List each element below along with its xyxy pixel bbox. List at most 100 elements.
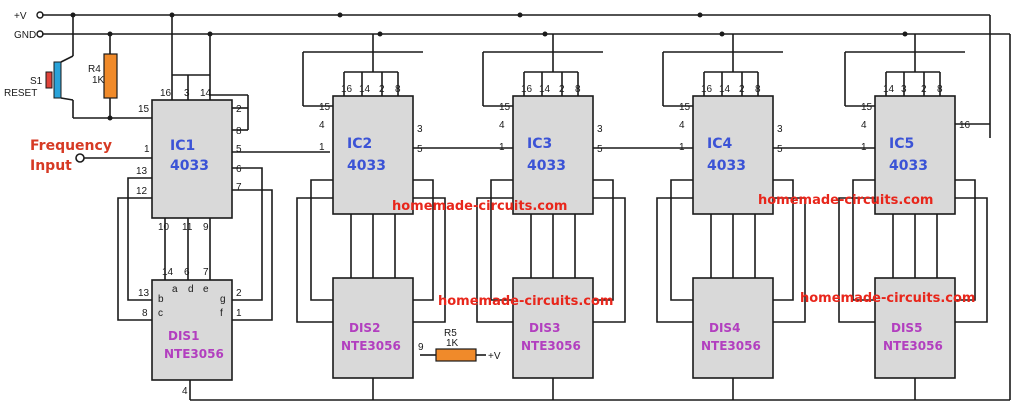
display-body bbox=[512, 277, 594, 379]
display-part: NTE3056 bbox=[883, 339, 943, 353]
segment-label: c bbox=[158, 308, 163, 319]
display-part: NTE3056 bbox=[341, 339, 401, 353]
pin-label: 4 bbox=[182, 386, 188, 397]
pin-label: 5 bbox=[417, 144, 423, 155]
segment-label: a bbox=[172, 284, 178, 295]
ic1: IC1 4033 16 3 14 2 8 5 6 7 15 1 13 12 10… bbox=[136, 15, 249, 233]
ic-ref: IC2 bbox=[347, 136, 372, 152]
switch-name: RESET bbox=[4, 88, 37, 99]
ic-part: 4033 bbox=[889, 158, 928, 174]
pin-label: 14 bbox=[359, 84, 371, 95]
frequency-label-line1: Frequency bbox=[30, 138, 112, 154]
r4-ref: R4 bbox=[88, 64, 101, 75]
pin-label: 3 bbox=[901, 84, 907, 95]
pin-label: 3 bbox=[417, 124, 423, 135]
pin-label: 4 bbox=[861, 120, 867, 131]
watermark: homemade-circuits.com bbox=[392, 199, 567, 214]
r4-value: 1K bbox=[92, 75, 105, 86]
frequency-input: Frequency Input bbox=[30, 138, 152, 174]
dis1-part: NTE3056 bbox=[164, 347, 224, 361]
pin-label: 1 bbox=[144, 144, 150, 155]
watermark: homemade-circuits.com bbox=[758, 193, 933, 208]
pin-label: 9 bbox=[203, 222, 209, 233]
ic-part: 4033 bbox=[707, 158, 746, 174]
resistor-r4: R4 1K bbox=[88, 34, 118, 121]
pin-label: 2 bbox=[921, 84, 927, 95]
ic-ref: IC3 bbox=[527, 136, 552, 152]
pin-label: 4 bbox=[679, 120, 685, 131]
pin-label: 15 bbox=[138, 104, 150, 115]
pin-label: 1 bbox=[236, 308, 242, 319]
pin-label: 16 bbox=[341, 84, 353, 95]
pin-label: 2 bbox=[379, 84, 385, 95]
pin-label: 2 bbox=[559, 84, 565, 95]
r5-pin: 9 bbox=[418, 342, 424, 353]
ic-body bbox=[332, 95, 414, 215]
pin-label: 5 bbox=[597, 144, 603, 155]
pin-label: 14 bbox=[162, 267, 174, 278]
pin-label: 15 bbox=[319, 102, 331, 113]
pin-label: 3 bbox=[777, 124, 783, 135]
pin-label: 13 bbox=[138, 288, 150, 299]
pin-label: 1 bbox=[319, 142, 325, 153]
pin-label: 16 bbox=[959, 120, 971, 131]
watermark: homemade-circuits.com bbox=[438, 294, 613, 309]
display-ref: DIS5 bbox=[891, 321, 922, 335]
resistor-r5: R5 1K +V 9 bbox=[418, 328, 501, 362]
pin-label: 2 bbox=[236, 288, 242, 299]
pin-label: 16 bbox=[701, 84, 713, 95]
ic-body bbox=[512, 95, 594, 215]
switch-ref: S1 bbox=[30, 76, 43, 87]
ic-body bbox=[692, 95, 774, 215]
pin-label: 8 bbox=[937, 84, 943, 95]
display-part: NTE3056 bbox=[701, 339, 761, 353]
pin-label: 2 bbox=[739, 84, 745, 95]
ic-ref: IC5 bbox=[889, 136, 914, 152]
vplus-label: +V bbox=[14, 11, 27, 22]
dis1-ref: DIS1 bbox=[168, 329, 199, 343]
pin-label: 4 bbox=[319, 120, 325, 131]
display-ref: DIS2 bbox=[349, 321, 380, 335]
segment-label: b bbox=[158, 294, 164, 305]
ic1-ref: IC1 bbox=[170, 138, 195, 154]
pin-label: 14 bbox=[539, 84, 551, 95]
pin-label: 15 bbox=[499, 102, 511, 113]
pin-label: 12 bbox=[136, 186, 148, 197]
r5-value: 1K bbox=[446, 338, 459, 349]
ic-part: 4033 bbox=[527, 158, 566, 174]
pin-label: 5 bbox=[777, 144, 783, 155]
pin-label: 1 bbox=[499, 142, 505, 153]
pin-label: 14 bbox=[200, 88, 212, 99]
pin-label: 3 bbox=[597, 124, 603, 135]
input-terminal bbox=[75, 153, 85, 163]
pin-label: 4 bbox=[499, 120, 505, 131]
ic1-dis1-wiring bbox=[117, 151, 330, 321]
pin-label: 7 bbox=[203, 267, 209, 278]
segment-label: e bbox=[203, 284, 209, 295]
display-body bbox=[332, 277, 414, 379]
pin-label: 13 bbox=[136, 166, 148, 177]
pin-label: 15 bbox=[861, 102, 873, 113]
pin-label: 2 bbox=[236, 104, 242, 115]
display-ref: DIS4 bbox=[709, 321, 740, 335]
r5-supply: +V bbox=[488, 351, 501, 362]
pin-label: 16 bbox=[160, 88, 172, 99]
watermark: homemade-circuits.com bbox=[800, 291, 975, 306]
pin-label: 1 bbox=[679, 142, 685, 153]
ic-ref: IC4 bbox=[707, 136, 732, 152]
pin-label: 14 bbox=[719, 84, 731, 95]
pin-label: 16 bbox=[521, 84, 533, 95]
ic1-part: 4033 bbox=[170, 158, 209, 174]
pin-label: 8 bbox=[755, 84, 761, 95]
pin-label: 6 bbox=[236, 164, 242, 175]
r5-ref: R5 bbox=[444, 328, 457, 339]
display-part: NTE3056 bbox=[521, 339, 581, 353]
pin-label: 8 bbox=[142, 308, 148, 319]
display-body bbox=[692, 277, 774, 379]
